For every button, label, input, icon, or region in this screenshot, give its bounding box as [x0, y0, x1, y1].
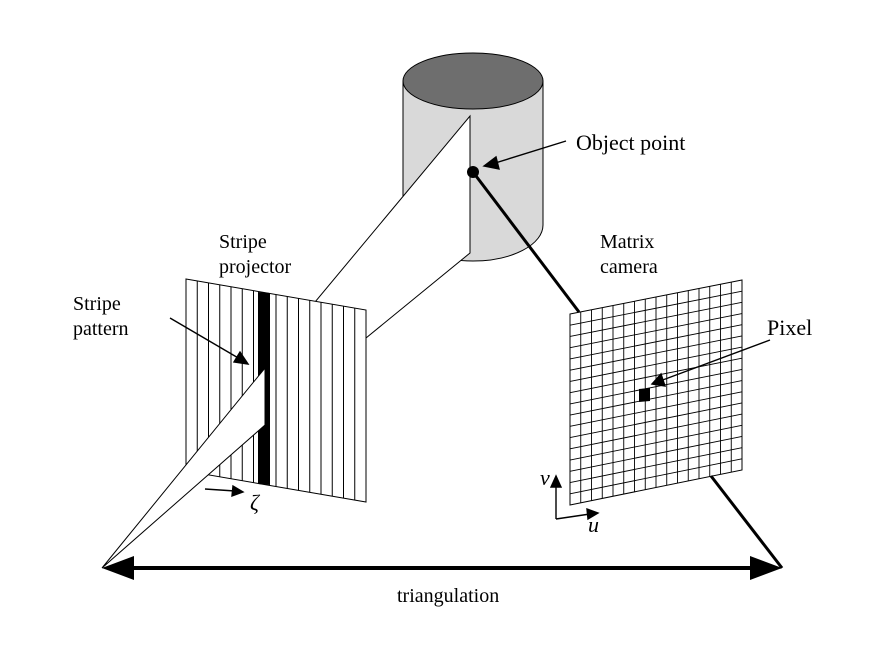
label-matrix-camera-1: Matrix	[600, 231, 654, 253]
camera-grid-row	[569, 458, 743, 495]
label-triangulation: triangulation	[397, 585, 499, 607]
camera-grid-row	[569, 368, 743, 405]
label-stripe-projector-1: Stripe	[219, 231, 267, 253]
camera-grid-row	[569, 436, 743, 472]
object-point-marker	[467, 166, 479, 178]
camera-grid-row	[569, 447, 743, 483]
pixel-marker	[639, 388, 650, 402]
label-pixel: Pixel	[767, 315, 812, 340]
camera-grid-row	[569, 324, 743, 360]
cylinder-top	[402, 52, 544, 110]
camera-grid-row	[569, 413, 743, 450]
label-axis-u: u	[588, 512, 599, 537]
camera-grid-row	[569, 335, 743, 371]
camera-grid-row	[569, 380, 743, 416]
image-axes	[549, 474, 600, 521]
label-zeta: ζ	[250, 490, 261, 515]
label-object-point: Object point	[576, 130, 685, 155]
camera-baseline-link	[709, 475, 784, 569]
camera-grid-row	[569, 346, 743, 382]
camera-grid-row	[569, 313, 743, 349]
camera-ray	[471, 171, 581, 313]
camera-grid-row	[569, 357, 743, 394]
baseline-arrowhead-right	[750, 556, 782, 580]
label-axis-v: v	[540, 465, 550, 490]
camera-grid-row	[569, 301, 743, 337]
label-stripe-pattern-2: pattern	[73, 318, 129, 340]
label-stripe-pattern-1: Stripe	[73, 293, 121, 315]
leader-arrows	[169, 140, 771, 498]
baseline-arrowhead-left	[102, 556, 134, 580]
light-plane	[314, 114, 471, 339]
label-stripe-projector-2: projector	[219, 256, 292, 278]
camera-grid-row	[569, 391, 743, 427]
label-matrix-camera-2: camera	[600, 256, 658, 278]
camera-grid-row	[569, 424, 743, 461]
camera-grid-row	[569, 290, 743, 326]
triangulation-baseline	[102, 556, 782, 580]
matrix-camera-grid	[569, 279, 743, 506]
projection-wedge	[101, 366, 266, 569]
camera-grid-row	[569, 402, 743, 439]
